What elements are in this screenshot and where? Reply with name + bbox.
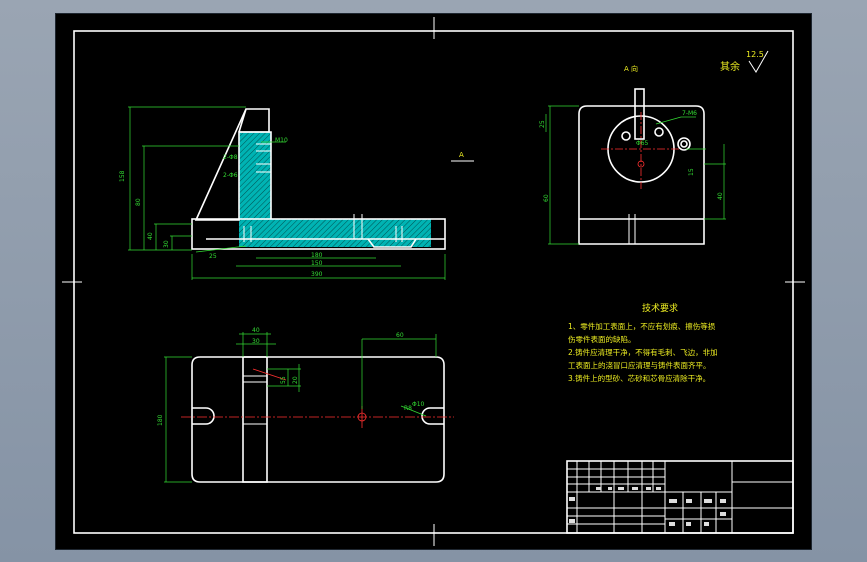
top-slot-left xyxy=(192,407,215,425)
dim-bore: Φ65 xyxy=(636,140,649,147)
dim-rib-height: 80 xyxy=(135,198,142,206)
dim-side-c: 15 xyxy=(688,168,695,176)
dim-390: 390 xyxy=(311,271,323,278)
top-view: 40 30 55 20 60 R8 Φ10 180 xyxy=(157,327,454,483)
centering-marks xyxy=(62,17,805,546)
tech-line-4: 工表面上的浇冒口应清理与铸件表面齐平。 xyxy=(568,360,711,370)
roughness-value: 12.5 xyxy=(746,50,764,59)
roughness-symbol xyxy=(748,50,769,73)
front-dimensions xyxy=(128,106,446,280)
tech-title: 技术要求 xyxy=(642,302,678,314)
top-outline xyxy=(191,356,445,483)
front-view: 158 80 40 30 2-Φ8 2-Φ6 M10 180 150 390 2… xyxy=(119,106,446,280)
tech-line-5: 3.铸件上的型砂、芯砂和芯骨应清除干净。 xyxy=(568,373,710,383)
dim-top-40: 40 xyxy=(252,327,260,334)
dim-top-30: 30 xyxy=(252,338,260,345)
dim-top-55: 55 xyxy=(280,376,287,384)
dim-base-a: 40 xyxy=(147,232,154,240)
dim-150: 150 xyxy=(311,260,323,267)
top-slot-right xyxy=(421,407,444,425)
title-block xyxy=(566,460,794,534)
roughness-note: 其余 xyxy=(720,60,740,73)
front-base xyxy=(191,218,446,250)
dim-top-20: 20 xyxy=(292,376,299,384)
dim-top-60: 60 xyxy=(396,332,404,339)
dim-thread-holes: 7-M6 xyxy=(682,110,697,117)
side-centerlines xyxy=(601,112,681,189)
tech-requirements: 技术要求 1、零件加工表面上，不应有划痕、擦伤等损 伤零件表面的缺陷。 2.铸件… xyxy=(568,302,718,383)
dim-base-b: 30 xyxy=(163,240,170,248)
dim-height: 158 xyxy=(119,170,126,182)
side-dimensions xyxy=(545,105,726,245)
dim-top-radius: R8 xyxy=(404,405,412,412)
dim-holes-b: 2-Φ6 xyxy=(223,172,238,179)
cad-drawing: 158 80 40 30 2-Φ8 2-Φ6 M10 180 150 390 2… xyxy=(62,17,805,546)
dim-180: 180 xyxy=(311,252,323,259)
tech-line-3: 2.铸件应清理干净，不得有毛刺、飞边，非加 xyxy=(568,347,718,357)
dim-top-width: 180 xyxy=(157,414,164,426)
tech-line-1: 1、零件加工表面上，不应有划痕、擦伤等损 xyxy=(568,321,716,331)
side-view: 25 Φ65 15 60 40 7-M6 xyxy=(539,88,726,245)
front-hidden-holes xyxy=(243,143,403,242)
dim-top-hole: Φ10 xyxy=(412,401,425,408)
dim-side-a: 25 xyxy=(539,120,546,128)
dim-small: 25 xyxy=(209,253,217,260)
dim-holes-a: 2-Φ8 xyxy=(223,154,238,161)
label-a-direction: A 向 xyxy=(624,64,638,73)
top-dimensions xyxy=(164,332,437,483)
title-block-glyphs xyxy=(569,487,726,526)
top-centerlines xyxy=(181,368,454,428)
label-a: A xyxy=(459,151,464,159)
drawing-canvas[interactable]: 158 80 40 30 2-Φ8 2-Φ6 M10 180 150 390 2… xyxy=(55,13,812,550)
dim-thread: M10 xyxy=(275,137,288,144)
tech-line-2: 伤零件表面的缺陷。 xyxy=(568,334,636,344)
dim-side-right: 40 xyxy=(717,192,724,200)
dim-side-height: 60 xyxy=(543,194,550,202)
side-outline xyxy=(578,105,705,245)
